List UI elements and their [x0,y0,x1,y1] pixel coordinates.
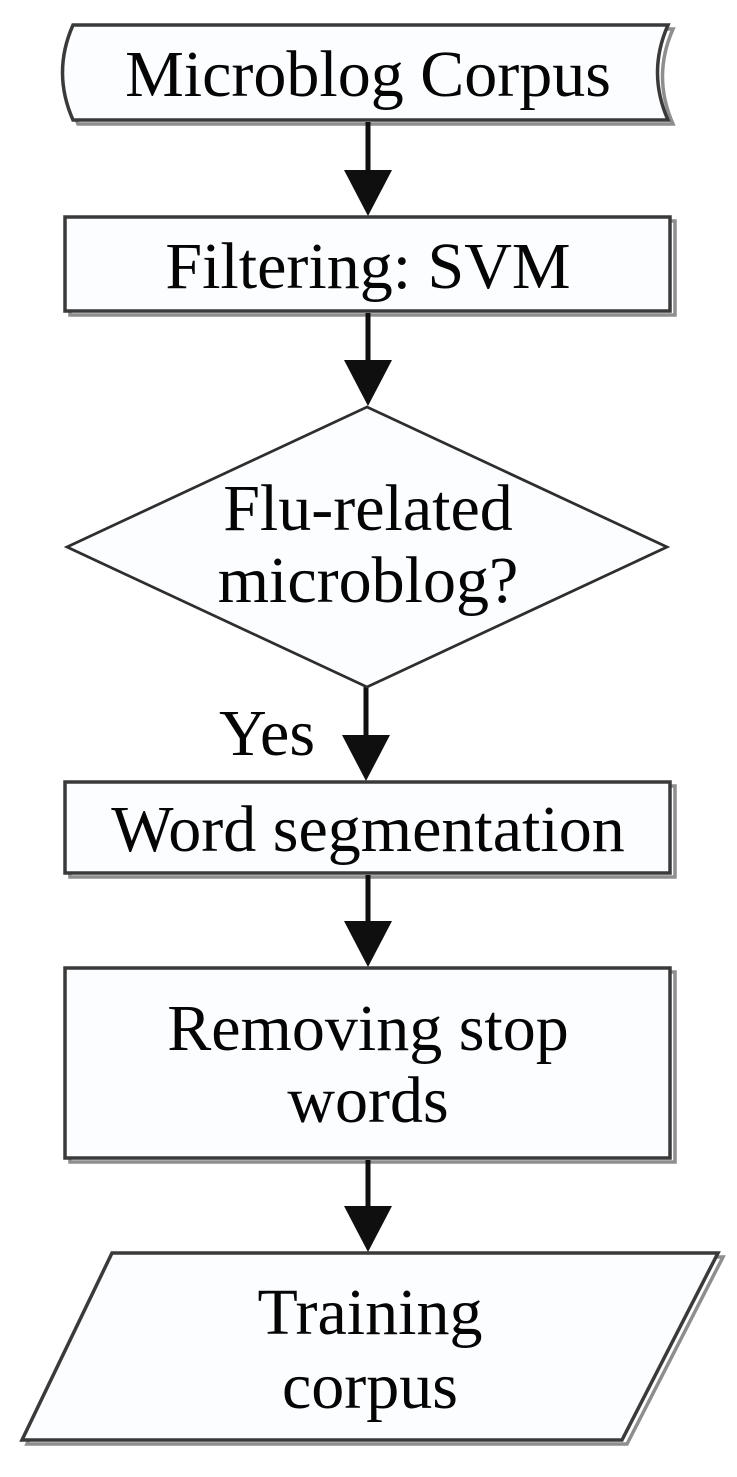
node-label-flu-related-line2: microblog? [218,544,519,617]
edge-label-yes: Yes [219,697,315,770]
arrow-down-icon [344,1206,392,1252]
stored-data-shape [60,23,671,122]
node-label-removing-stop-line1: Removing stop [167,992,569,1065]
connector-stop-words-to-training-corpus [344,1160,392,1252]
node-label-microblog-corpus: Microblog Corpus [125,38,611,111]
node-label-filtering-svm: Filtering: SVM [165,230,570,303]
parallelogram-shape [19,1251,721,1442]
arrow-down-icon [344,360,392,406]
connector-filtering-to-decision [344,313,392,406]
node-training-corpus: Training corpus [19,1251,721,1442]
node-word-segmentation: Word segmentation [63,780,672,875]
node-label-flu-related-line1: Flu-related [223,472,513,545]
arrow-down-icon [342,735,390,781]
decision-diamond-shape [63,405,671,689]
arrow-down-icon [344,170,392,216]
connector-word-segmentation-to-stop-words [344,875,392,967]
process-shape [63,780,672,875]
connector-corpus-to-filtering [344,122,392,216]
arrow-down-icon [344,921,392,967]
process-shape [63,215,672,313]
node-microblog-corpus: Microblog Corpus [60,23,671,122]
node-label-removing-stop-line2: words [287,1064,448,1137]
node-flu-related-decision: Flu-related microblog? [63,405,671,689]
node-removing-stop-words: Removing stop words [63,966,672,1160]
process-shape [63,966,672,1160]
connector-decision-to-word-segmentation: Yes [219,684,390,781]
node-label-training-line1: Training [258,1276,483,1349]
node-label-word-segmentation: Word segmentation [111,793,624,866]
node-filtering-svm: Filtering: SVM [63,215,672,313]
node-label-training-line2: corpus [282,1350,458,1423]
